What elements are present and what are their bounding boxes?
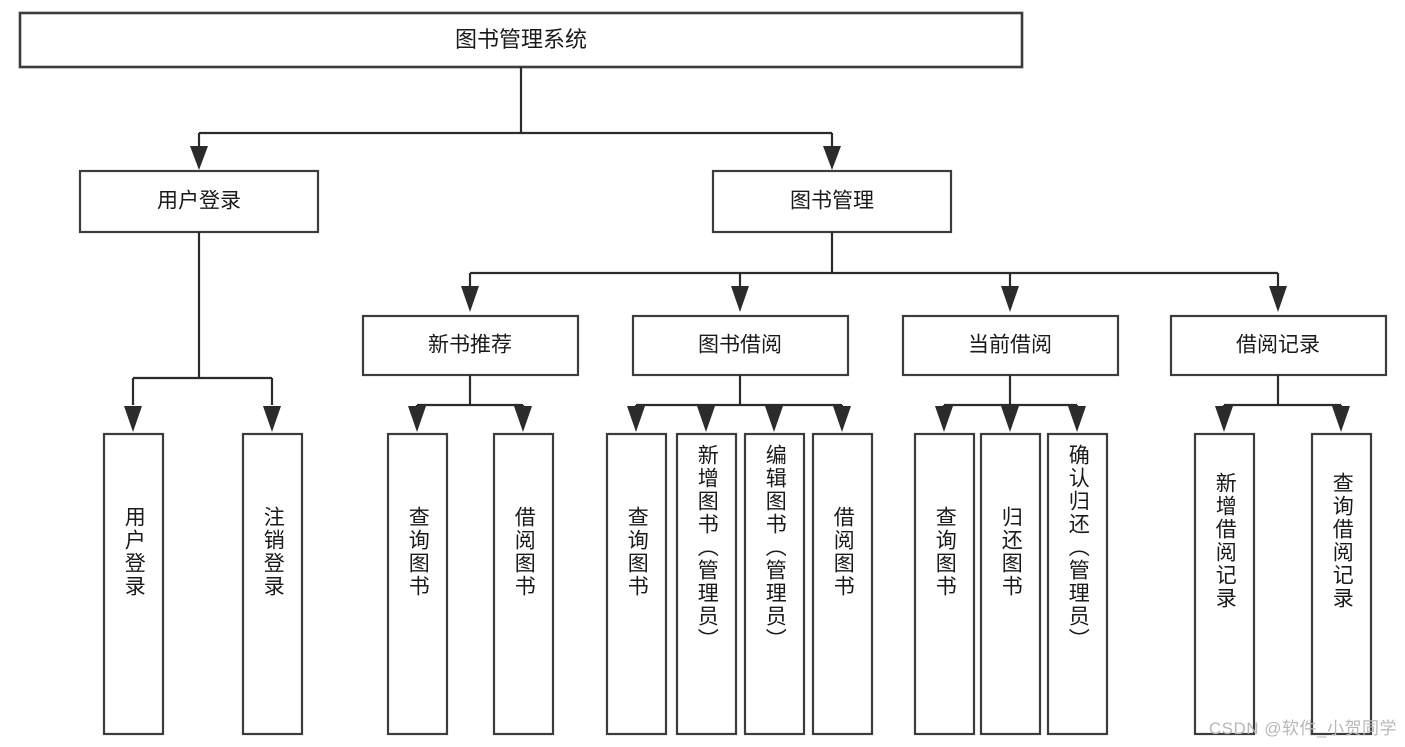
arrow-head-icon (765, 406, 783, 432)
connector-user-login-to-leaves (124, 232, 281, 432)
node-book-borrow-label: 图书借阅 (698, 334, 782, 357)
node-user-login[interactable]: 用户登录 (78, 169, 320, 234)
arrow-head-icon (1215, 406, 1233, 432)
leaf-box-confirm-return-admin[interactable] (1046, 432, 1109, 736)
arrow-head-icon (408, 406, 426, 432)
connector-borrow-record-to-leaves (1215, 375, 1350, 432)
node-new-book-recommend[interactable]: 新书推荐 (361, 314, 580, 377)
node-user-login-label: 用户登录 (157, 190, 241, 213)
leaf-box-user-login[interactable] (102, 432, 165, 736)
node-new-book-recommend-box[interactable] (361, 314, 580, 377)
csdn-watermark: CSDN @软件_小贺同学 (1208, 719, 1397, 738)
leaf-box-borrow-book-2[interactable] (811, 432, 874, 736)
arrow-head-icon (935, 406, 953, 432)
node-root[interactable]: 图书管理系统 (18, 11, 1024, 69)
connector-book-management-to-level3 (461, 232, 1287, 312)
arrow-head-icon (627, 406, 645, 432)
arrow-head-icon (461, 286, 479, 312)
node-current-borrow[interactable]: 当前借阅 (901, 314, 1120, 377)
leaf-box-query-borrow-record[interactable] (1310, 432, 1373, 736)
arrow-head-icon (823, 146, 841, 170)
leaf-box-query-book-1[interactable] (386, 432, 449, 736)
arrow-head-icon (124, 406, 142, 432)
node-root-box[interactable] (18, 11, 1024, 69)
arrow-head-icon (1332, 406, 1350, 432)
node-borrow-record[interactable]: 借阅记录 (1169, 314, 1388, 377)
leaf-box-add-borrow-record[interactable] (1193, 432, 1256, 736)
leaf-box-edit-book-admin[interactable] (743, 432, 806, 736)
leaf-box-query-book-3[interactable] (913, 432, 976, 736)
arrow-head-icon (1068, 406, 1086, 432)
arrow-head-icon (697, 406, 715, 432)
connector-book-borrow-to-leaves (627, 375, 851, 432)
node-new-book-recommend-label: 新书推荐 (428, 334, 512, 357)
node-book-management-label: 图书管理 (790, 190, 874, 213)
leaf-box-borrow-book-1[interactable] (492, 432, 555, 736)
node-book-borrow[interactable]: 图书借阅 (631, 314, 850, 377)
arrow-head-icon (1001, 406, 1019, 432)
node-user-login-box[interactable] (78, 169, 320, 234)
arrow-head-icon (190, 146, 208, 170)
node-borrow-record-label: 借阅记录 (1236, 334, 1320, 357)
leaf-box-return-book[interactable] (979, 432, 1042, 736)
node-book-management[interactable]: 图书管理 (711, 169, 953, 234)
node-root-label: 图书管理系统 (455, 27, 587, 52)
node-current-borrow-label: 当前借阅 (968, 334, 1052, 357)
connector-current-borrow-to-leaves (935, 375, 1086, 432)
arrow-head-icon (731, 286, 749, 312)
leaf-box-query-book-2[interactable] (605, 432, 668, 736)
leaf-box-add-book-admin[interactable] (675, 432, 738, 736)
arrow-head-icon (263, 406, 281, 432)
leaf-box-logout[interactable] (241, 432, 304, 736)
connector-root-to-level2 (190, 67, 841, 170)
connector-new-book-recommend-to-leaves (408, 375, 532, 432)
node-current-borrow-box[interactable] (901, 314, 1120, 377)
arrow-head-icon (514, 406, 532, 432)
arrow-head-icon (833, 406, 851, 432)
arrow-head-icon (1001, 286, 1019, 312)
arrow-head-icon (1269, 286, 1287, 312)
